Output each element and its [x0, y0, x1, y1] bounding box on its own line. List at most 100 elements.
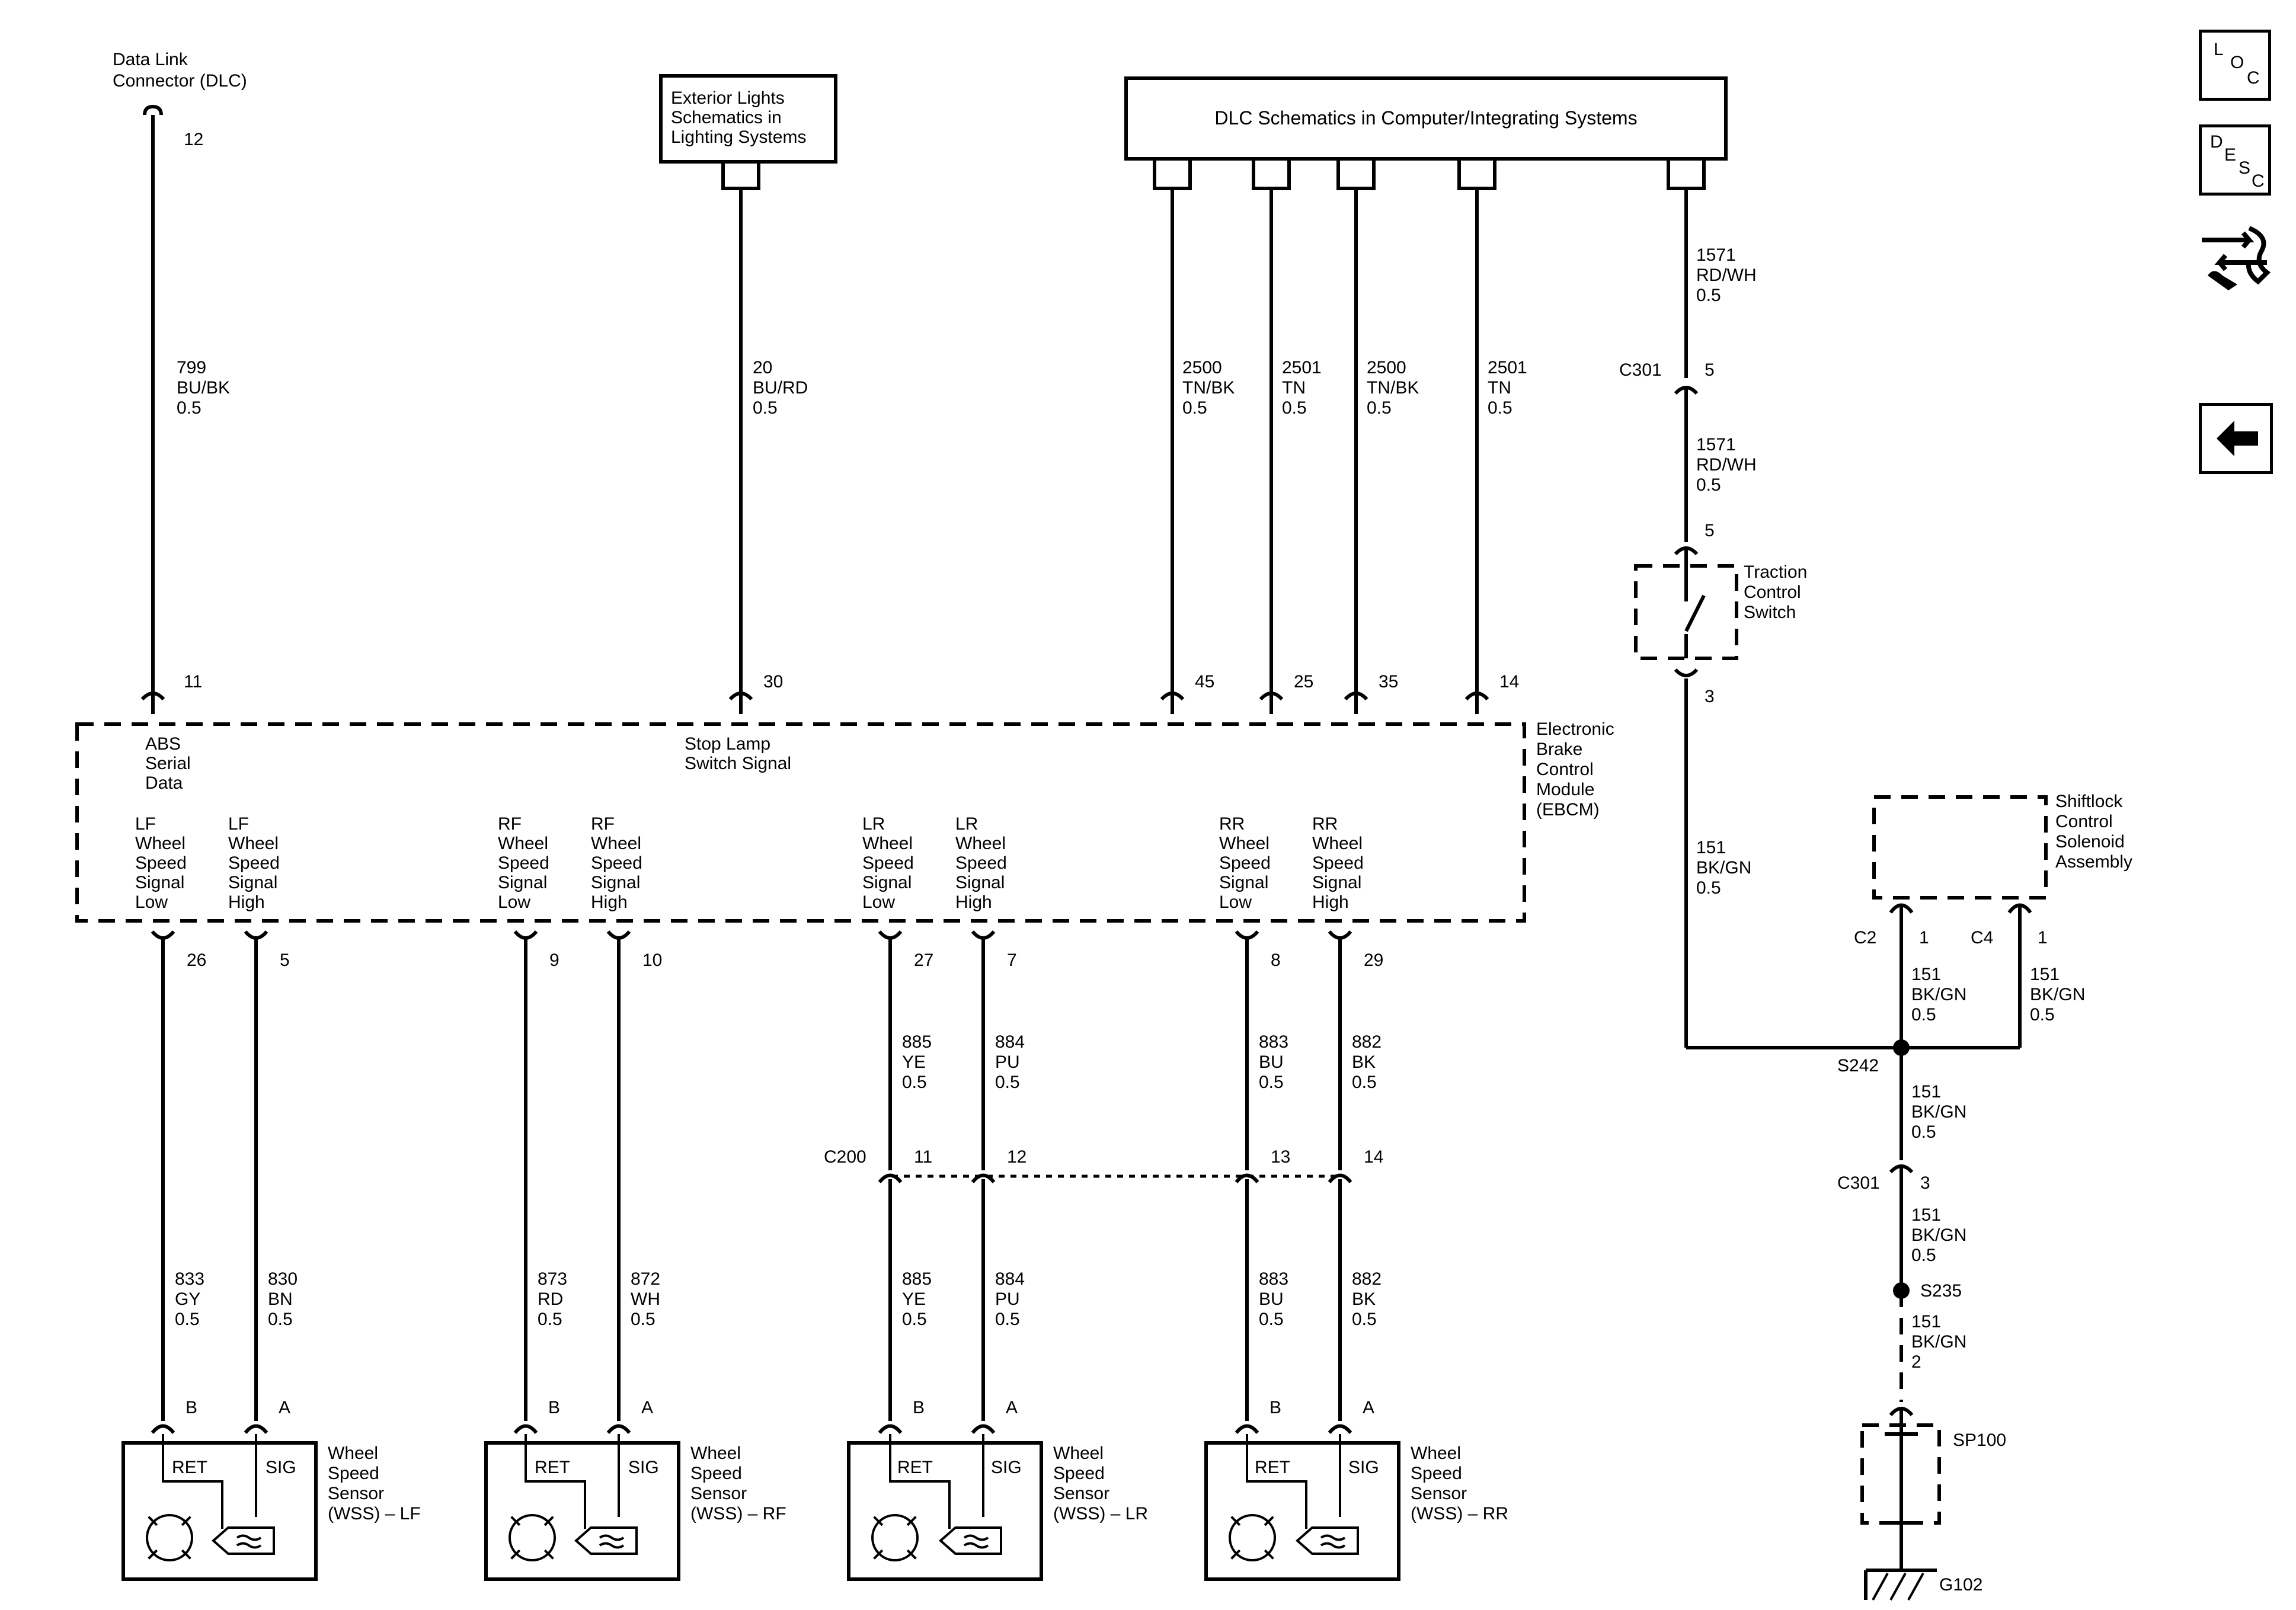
wire-label-20: 20 BU/RD 0.5: [753, 358, 808, 418]
c200-pin-label-0: 11: [914, 1147, 932, 1167]
c200-pin-label-2: 13: [1271, 1147, 1290, 1167]
c200-label: C200: [824, 1147, 866, 1167]
lower-wire-label-4-size: 0.5: [902, 1310, 927, 1329]
rear-upper-label-2-size: 0.5: [1259, 1073, 1284, 1092]
dlc-schematics-label: DLC Schematics in Computer/Integrating S…: [1214, 107, 1637, 129]
svg-text:BK/GN: BK/GN: [1911, 1332, 1966, 1352]
sensor-pin-4: [878, 1424, 903, 1434]
ebcm-bottom-connector-3: [606, 930, 631, 940]
sensor-ret-1: RET: [535, 1458, 570, 1477]
signal-label-6-0: RR: [1219, 814, 1245, 834]
svg-text:151: 151: [1911, 1082, 1941, 1102]
coil-wave-2: [963, 1534, 989, 1549]
svg-text:Assembly: Assembly: [2055, 852, 2132, 872]
lower-wire-label-3-num: 872: [631, 1269, 660, 1289]
rear-upper-label-1-color: PU: [995, 1052, 1020, 1072]
svg-text:2: 2: [1911, 1352, 1921, 1372]
svg-text:5: 5: [1705, 521, 1715, 540]
loc-button[interactable]: L O C: [2199, 30, 2271, 101]
desc-button[interactable]: D E S C: [2199, 124, 2271, 196]
signal-label-2-1: Wheel: [498, 834, 548, 853]
signal-label-2-2: Speed: [498, 853, 549, 873]
svg-text:Control: Control: [1744, 582, 1801, 602]
signal-label-4-3: Signal: [862, 873, 912, 892]
diagnostic-tool-icon[interactable]: [2196, 216, 2276, 296]
svg-text:14: 14: [1499, 672, 1519, 692]
svg-text:Data: Data: [145, 773, 183, 793]
svg-text:Stop Lamp: Stop Lamp: [685, 734, 770, 754]
lower-wire-label-1-size: 0.5: [268, 1310, 293, 1329]
svg-text:Brake: Brake: [1536, 740, 1582, 759]
lower-wire-label-1-num: 830: [268, 1269, 298, 1289]
sensor-label-2-l4: (WSS) – LR: [1053, 1504, 1148, 1523]
lower-wire-label-0-num: 833: [175, 1269, 204, 1289]
sensor-label-3-l3: Sensor: [1411, 1484, 1467, 1503]
svg-text:C2: C2: [1854, 928, 1876, 948]
svg-text:TN: TN: [1282, 378, 1306, 398]
svg-text:2500: 2500: [1367, 358, 1406, 377]
c200-pin-label-3: 14: [1364, 1147, 1383, 1167]
svg-text:Switch: Switch: [1744, 603, 1796, 622]
svg-text:0.5: 0.5: [753, 398, 778, 418]
svg-text:RD/WH: RD/WH: [1696, 455, 1757, 475]
svg-text:1571: 1571: [1696, 245, 1736, 265]
svg-text:1: 1: [2038, 928, 2048, 948]
lower-wire-label-4-color: YE: [902, 1289, 926, 1309]
sensor-sig-2: SIG: [991, 1458, 1022, 1477]
loc-icon: L O C: [2214, 40, 2260, 88]
lower-wire-label-4-num: 885: [902, 1269, 932, 1289]
wire-label-2500-a: 2500 TN/BK 0.5: [1182, 358, 1235, 418]
pickup-coil-0: [211, 1526, 275, 1555]
svg-text:Shiftlock: Shiftlock: [2055, 792, 2123, 811]
svg-text:BU/BK: BU/BK: [177, 378, 230, 398]
sensor-pin-7: [1328, 1424, 1352, 1434]
dlc-schematics-box: [1124, 76, 1728, 161]
wire-label-2501-a: 2501 TN 0.5: [1282, 358, 1322, 418]
ext-lights-l3: Lighting Systems: [671, 127, 806, 147]
switch-blade: [1684, 594, 1706, 632]
dlc-label-1: Data Link: [113, 50, 188, 69]
tone-ring-icon-0: [146, 1514, 193, 1561]
signal-label-0-1: Wheel: [135, 834, 186, 853]
svg-text:C4: C4: [1971, 928, 1993, 948]
sensor-pin-5: [971, 1424, 996, 1434]
svg-text:BK/GN: BK/GN: [1696, 858, 1751, 878]
signal-label-6-3: Signal: [1219, 873, 1268, 892]
sensor-pin-label-4: B: [913, 1398, 925, 1417]
ebcm-bottom-connector-4: [878, 930, 903, 940]
signal-label-7-4: High: [1312, 892, 1349, 912]
svg-text:0.5: 0.5: [1696, 878, 1721, 898]
svg-text:0.5: 0.5: [1182, 398, 1207, 418]
rear-upper-label-3-color: BK: [1352, 1052, 1376, 1072]
signal-label-6-4: Low: [1219, 892, 1252, 912]
abs-serial-data-label: ABS Serial Data: [145, 734, 191, 793]
svg-text:2501: 2501: [1488, 358, 1527, 377]
lower-wire-label-7-color: BK: [1352, 1289, 1376, 1309]
back-button[interactable]: [2199, 403, 2273, 474]
dlc-conn-2: [1252, 159, 1291, 190]
svg-text:25: 25: [1294, 672, 1313, 692]
c200-pin-1: [971, 1173, 996, 1183]
signal-label-4-2: Speed: [862, 853, 914, 873]
ebcm-bottom-connector-7: [1328, 930, 1352, 940]
dlc-connector-symbol-b: [143, 105, 154, 116]
sensor-pin-label-5: A: [1006, 1398, 1018, 1417]
wire-label-799: 799 BU/BK 0.5: [177, 358, 230, 418]
sensor-label-3-l4: (WSS) – RR: [1411, 1504, 1508, 1523]
ext-lights-l1: Exterior Lights: [671, 88, 785, 108]
signal-label-3-0: RF: [591, 814, 615, 834]
svg-text:Switch Signal: Switch Signal: [685, 754, 791, 773]
svg-text:151: 151: [1911, 1312, 1941, 1331]
svg-text:ABS: ABS: [145, 734, 181, 754]
sensor-pin-label-0: B: [186, 1398, 197, 1417]
lower-wire-label-5-size: 0.5: [995, 1310, 1020, 1329]
signal-label-7-3: Signal: [1312, 873, 1361, 892]
c200-pin-2: [1235, 1173, 1259, 1183]
sensor-label-2-l2: Speed: [1053, 1464, 1105, 1483]
svg-text:TN/BK: TN/BK: [1182, 378, 1235, 398]
dlc-conn-5: [1667, 159, 1706, 190]
ebcm-pin-6: 8: [1271, 950, 1281, 970]
rear-upper-label-3-size: 0.5: [1352, 1073, 1377, 1092]
rear-upper-label-3-num: 882: [1352, 1032, 1382, 1052]
rear-upper-label-1-size: 0.5: [995, 1073, 1020, 1092]
